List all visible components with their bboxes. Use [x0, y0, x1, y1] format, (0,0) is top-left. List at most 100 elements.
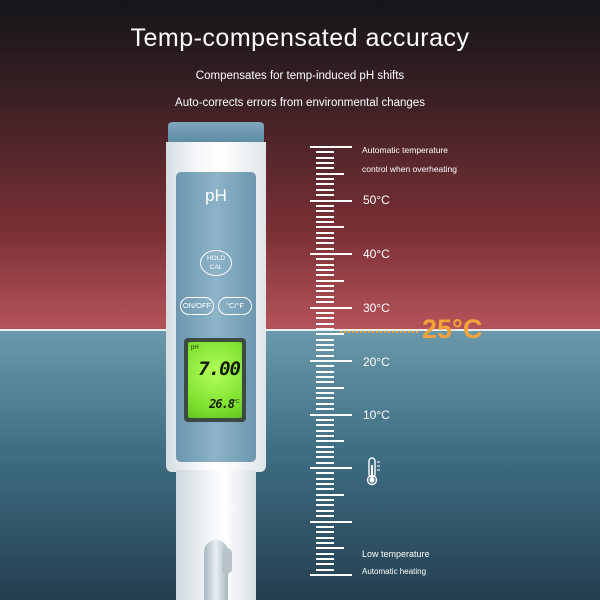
- scale-tick: [316, 172, 344, 175]
- unit-toggle-button[interactable]: °C/°F: [218, 297, 252, 315]
- scale-tick: [316, 151, 334, 154]
- scale-tick: [316, 354, 334, 357]
- scale-tick: [316, 226, 344, 229]
- scale-tick: [316, 370, 334, 373]
- scale-tick: [316, 541, 334, 544]
- probe-tip: [222, 548, 232, 574]
- scale-tick: [316, 178, 334, 181]
- scale-tick: [316, 167, 334, 170]
- scale-tick: [316, 220, 334, 223]
- scale-tick: [316, 194, 334, 197]
- scale-tick: [316, 317, 334, 320]
- scale-tick: [316, 434, 334, 437]
- scale-tick: [310, 467, 352, 469]
- on-off-button[interactable]: ON/OFF: [180, 297, 214, 315]
- scale-tick: [316, 263, 334, 266]
- scale-tick: [316, 327, 334, 330]
- hot-background: [0, 0, 600, 330]
- scale-label-40: 40°C: [363, 247, 390, 261]
- scale-tick: [316, 477, 334, 480]
- scale-tick: [316, 504, 334, 507]
- scale-tick: [310, 360, 352, 362]
- hold-cal-button[interactable]: HOLD CAL: [200, 250, 232, 276]
- scale-tick: [316, 258, 334, 261]
- scale-tick: [316, 418, 334, 421]
- scale-tick: [316, 547, 344, 550]
- scale-tick: [316, 274, 334, 277]
- scale-tick: [316, 536, 334, 539]
- scale-tick: [316, 295, 334, 298]
- scale-tick: [316, 563, 334, 566]
- scale-tick: [316, 269, 334, 272]
- temperature-divider: [0, 329, 600, 331]
- ph-reading: 7.00: [198, 358, 241, 380]
- scale-tick: [316, 445, 334, 448]
- scale-tick: [316, 456, 334, 459]
- scale-label-50: 50°C: [363, 193, 390, 207]
- scale-tick: [316, 515, 334, 518]
- scale-tick: [316, 461, 334, 464]
- temperature-scale: [310, 146, 470, 586]
- scale-tick: [316, 204, 334, 207]
- scale-tick: [316, 557, 334, 560]
- scale-tick: [316, 338, 334, 341]
- scale-tick: [316, 493, 344, 496]
- subheadline-1: Compensates for temp-induced pH shifts: [195, 70, 405, 82]
- scale-tick: [316, 525, 334, 528]
- scale-tick: [316, 429, 334, 432]
- hold-label: HOLD: [206, 255, 226, 262]
- scale-tick: [310, 199, 352, 202]
- low-temp-note-line-2: Automatic heating: [362, 567, 427, 576]
- scale-tick: [316, 343, 334, 346]
- device-panel-title: pH: [205, 186, 227, 205]
- subheadline-2: Auto-corrects errors from environmental …: [175, 97, 425, 109]
- scale-tick: [316, 188, 334, 191]
- scale-tick: [316, 333, 344, 336]
- reference-line: [340, 331, 418, 333]
- temperature-reading: 26.8: [209, 397, 235, 411]
- low-temp-note-line-1: Low temperature: [362, 549, 430, 559]
- scale-label-20: 20°C: [363, 355, 390, 369]
- scale-tick: [310, 413, 352, 416]
- headline: Temp-compensated accuracy: [130, 24, 470, 52]
- scale-tick: [316, 568, 334, 571]
- device-button-row: ON/OFF °C/°F: [180, 297, 252, 315]
- scale-tick: [316, 531, 334, 534]
- scale-tick: [316, 279, 344, 282]
- scale-tick: [316, 290, 334, 293]
- scale-tick: [316, 301, 334, 304]
- scale-tick: [316, 483, 334, 486]
- scale-tick: [316, 488, 334, 491]
- lcd-screen: pH 7.00 26.8 °C: [188, 342, 242, 418]
- cold-background: [0, 330, 600, 600]
- temperature-unit: °C: [234, 399, 240, 405]
- pen-cap: [168, 122, 264, 144]
- lcd-ph-label: pH: [191, 345, 199, 351]
- reference-temperature: 25°C: [422, 314, 483, 344]
- scale-tick: [316, 365, 334, 368]
- scale-tick: [316, 509, 334, 512]
- scale-tick: [316, 210, 334, 213]
- scale-tick: [310, 146, 352, 148]
- scale-tick: [316, 215, 334, 218]
- cal-label: CAL: [209, 264, 223, 271]
- scale-label-30: 30°C: [363, 301, 390, 315]
- scale-label-10: 10°C: [363, 408, 390, 422]
- scale-tick: [316, 499, 334, 502]
- scale-tick: [316, 424, 334, 427]
- scale-tick: [316, 402, 334, 405]
- scale-tick: [310, 253, 352, 255]
- scale-tick: [316, 450, 334, 453]
- scale-tick: [316, 285, 334, 288]
- thermometer-icon: [366, 457, 380, 486]
- scale-tick: [316, 472, 334, 475]
- scale-tick: [316, 311, 334, 314]
- scale-tick: [316, 381, 334, 384]
- scale-tick: [310, 574, 352, 576]
- scale-tick: [316, 408, 334, 411]
- scale-tick: [316, 247, 334, 250]
- scale-tick: [316, 236, 334, 239]
- scale-tick: [316, 162, 334, 165]
- overheat-note-line-2: control when overheating: [362, 164, 457, 174]
- scale-tick: [316, 386, 344, 389]
